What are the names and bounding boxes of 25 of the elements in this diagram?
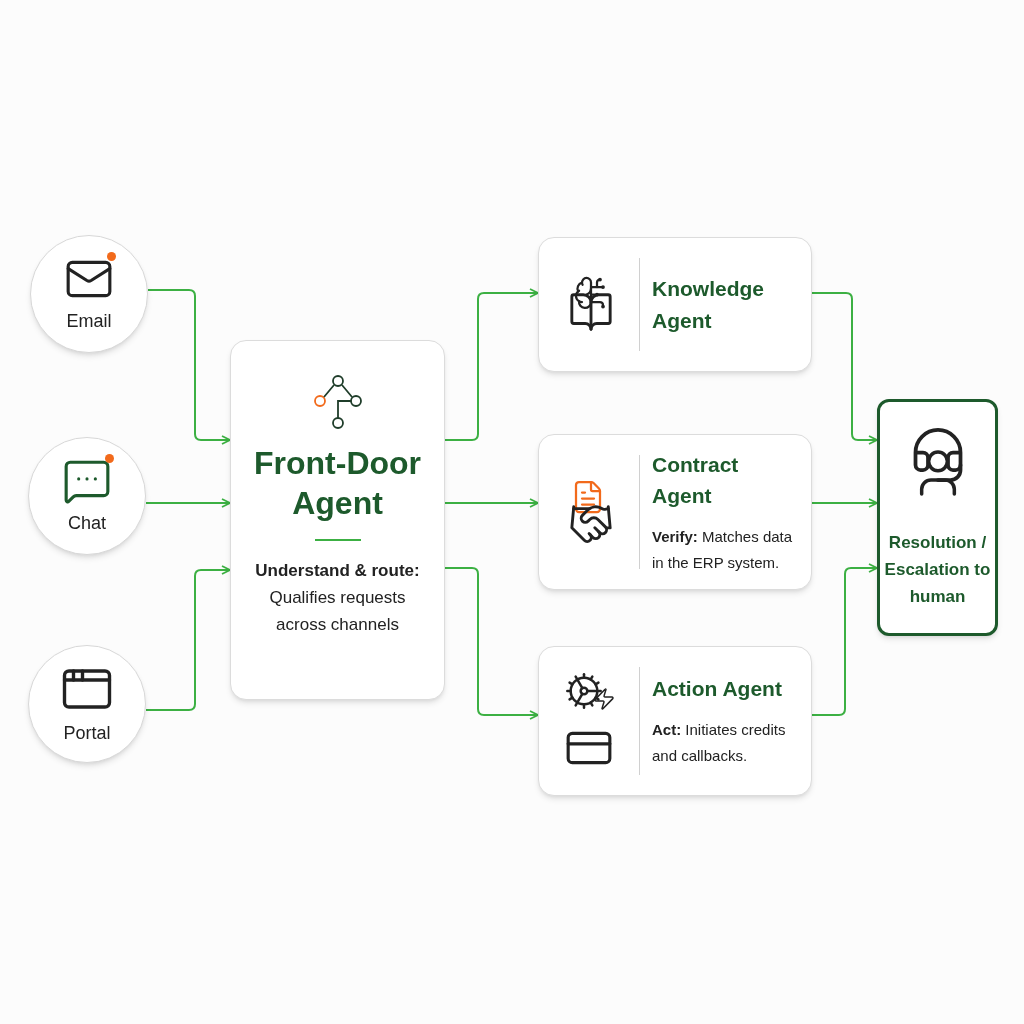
agent-card xyxy=(230,340,445,700)
agent-card xyxy=(538,646,812,796)
channel-label: Email xyxy=(66,309,112,333)
card-description: Verify: Matches data in the ERP system. xyxy=(652,526,794,573)
resolution-card xyxy=(877,399,998,636)
arrow xyxy=(145,498,231,508)
card-description: Act: Initiates credits and callbacks. xyxy=(652,719,787,766)
arrow xyxy=(444,288,539,441)
agent-card xyxy=(538,434,812,590)
arrow xyxy=(145,565,231,711)
arrow xyxy=(811,563,878,716)
arrow xyxy=(444,567,539,720)
card-title: Action Agent xyxy=(652,676,783,703)
arrow xyxy=(811,292,878,445)
card-title: Contract Agent xyxy=(652,451,740,509)
arrow xyxy=(444,498,539,508)
card-description: Understand & route: Qualifies requests across channels xyxy=(254,560,421,636)
card-title: Knowledge Agent xyxy=(652,276,765,334)
channel-label: Chat xyxy=(68,511,106,535)
card-title: Front-Door Agent xyxy=(252,444,423,523)
arrow xyxy=(147,289,231,445)
card-title: Resolution / Escalation to human xyxy=(884,532,991,608)
agent-card xyxy=(538,237,812,372)
arrow xyxy=(811,498,878,508)
channel-label: Portal xyxy=(63,721,111,745)
